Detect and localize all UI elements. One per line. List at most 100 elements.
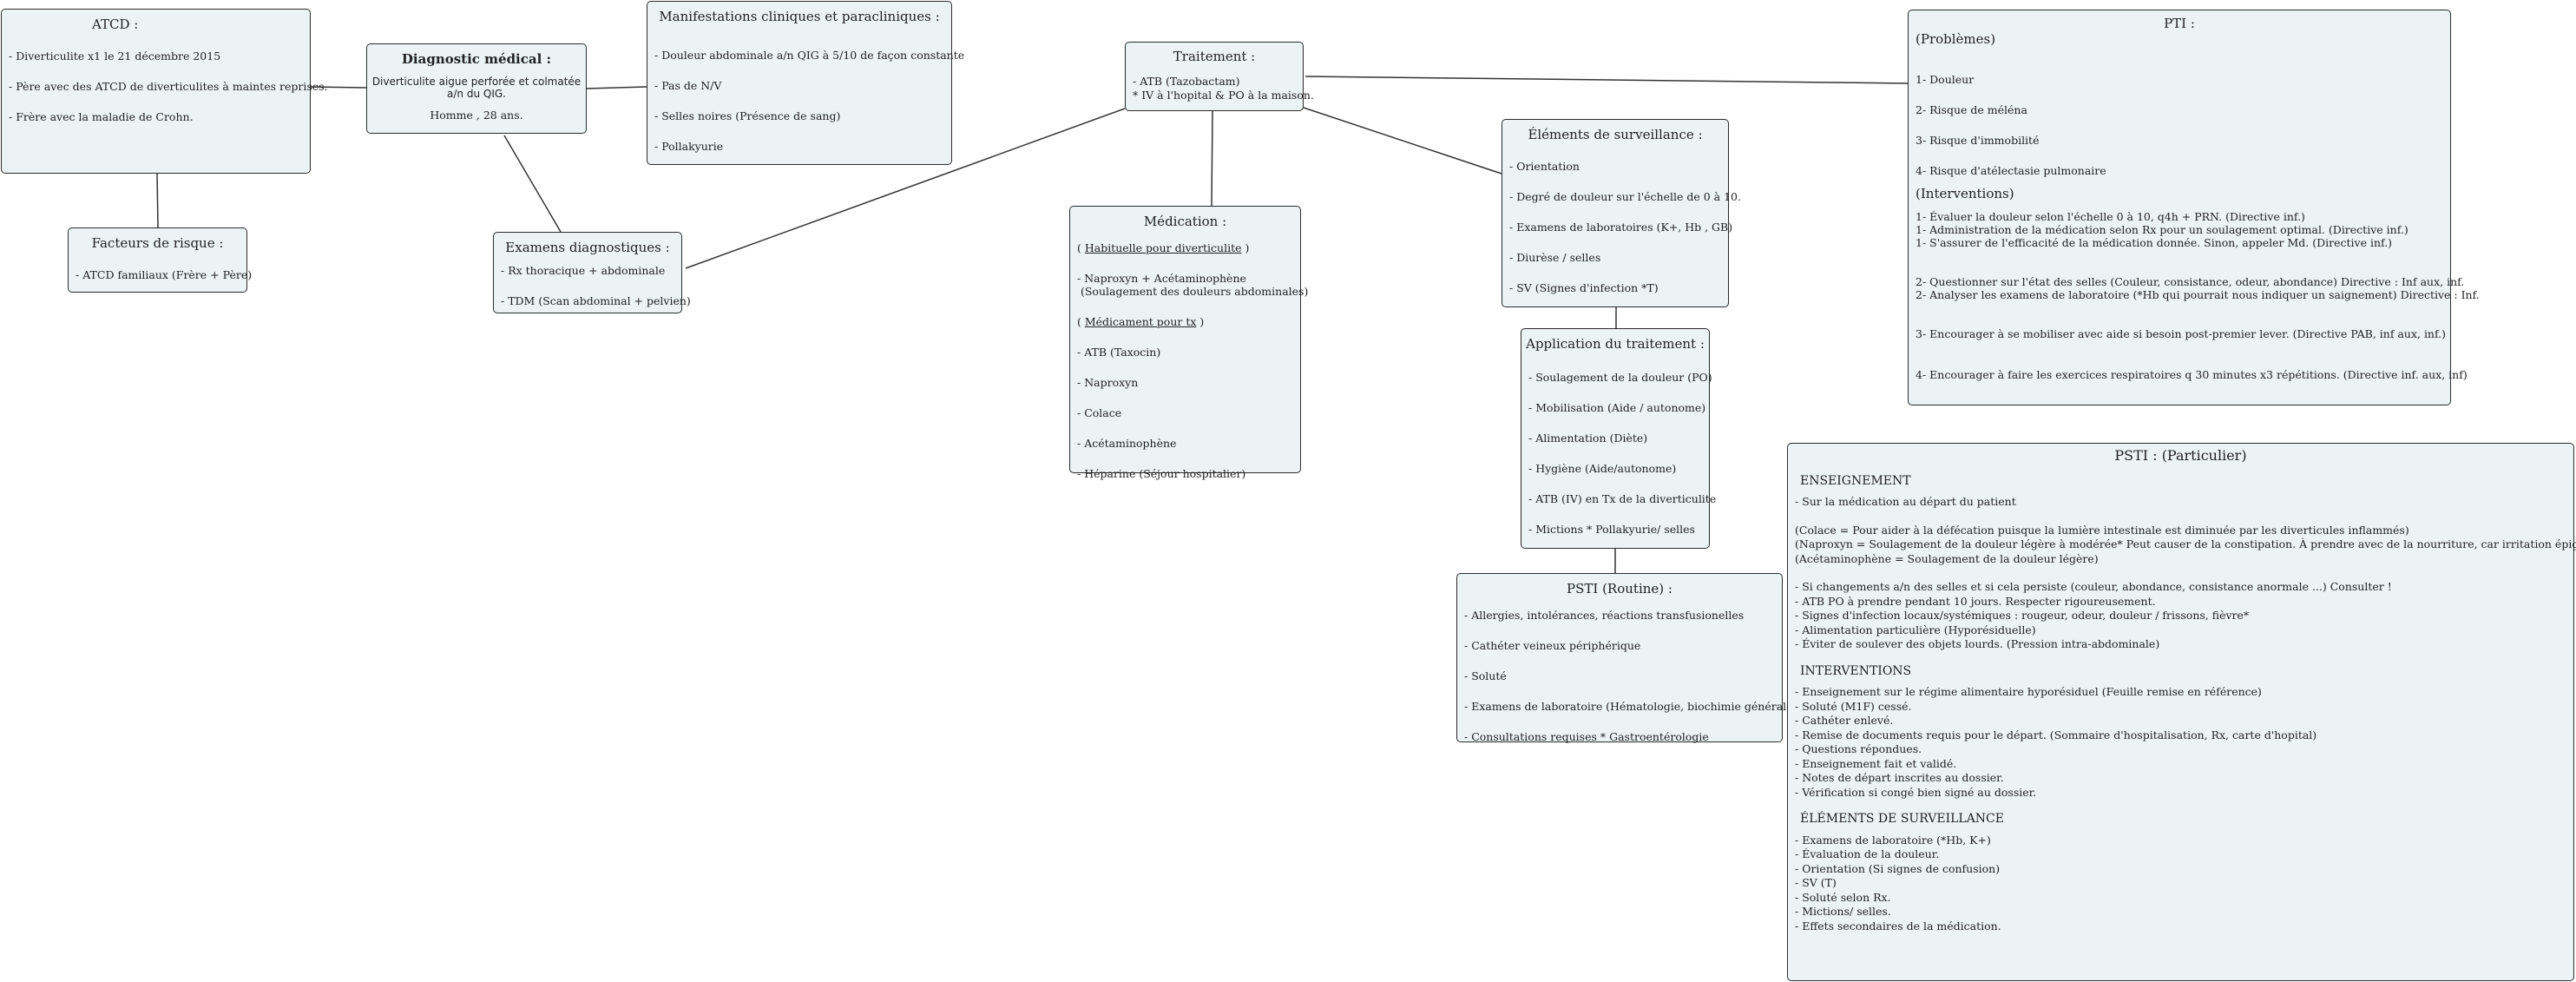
enseignement-med: (Colace = Pour aider à la défécation pui… [1795,523,2409,537]
medication-item: - Naproxyn + Acétaminophène [1077,272,1246,285]
diagnostic-node: Diagnostic médical : Diverticulite aigue… [366,43,587,134]
medication-item: - Héparine (Séjour hospitalier) [1077,467,1246,480]
application-item: - Alimentation (Diète) [1528,432,1648,445]
enseignement-item: - ATB PO à prendre pendant 10 jours. Res… [1795,594,2156,608]
medication-item: - Acétaminophène [1077,437,1177,450]
intervention-item: - Remise de documents requis pour le dép… [1795,728,2317,741]
surveillance-item: - Orientation [1509,160,1580,173]
pti-node: PTI : (Problèmes) 1- Douleur 2- Risque d… [1908,10,2480,405]
pti-intervention: 4- Encourager à faire les exercices resp… [1916,368,2468,381]
surveillance-section-item: - SV (T) [1795,876,1837,889]
surveillance-item: - Examens de laboratoires (K+, Hb , GB) [1509,221,1733,234]
psti-routine-item: - Allergies, intolérances, réactions tra… [1464,609,1745,622]
risk-factor-item: - ATCD familiaux (Frère + Père) [76,268,253,281]
diagnostic-line: a/n du QIG. [447,88,506,100]
enseignement-item: - Éviter de soulever des objets lourds. … [1795,637,2160,650]
atcd-title: ATCD : [92,16,139,32]
enseignement-title: ENSEIGNEMENT [1800,473,1911,488]
traitement-line: - ATB (Tazobactam) [1133,74,1240,88]
surveillance-item: - Diurèse / selles [1509,251,1601,264]
manifestations-title: Manifestations cliniques et paraclinique… [659,9,940,24]
psti-routine-item: - Examens de laboratoire (Hématologie, b… [1464,700,1797,713]
surveillance-section-item: - Évaluation de la douleur. [1795,847,1940,860]
surveillance-item: - SV (Signes d'infection *T) [1509,281,1659,294]
psti-routine-title: PSTI (Routine) : [1567,581,1672,596]
application-item: - Mobilisation (Aide / autonome) [1528,401,1706,414]
traitement-node: Traitement : - ATB (Tazobactam) * IV à l… [1125,42,1314,111]
pti-intervention: 2- Questionner sur l'état des selles (Co… [1916,275,2465,288]
pti-problem: 3- Risque d'immobilité [1916,134,2040,147]
examen-item: - TDM (Scan abdominal + pelvien) [501,294,691,307]
manifestation-item: - Pollakyurie [654,140,724,153]
pti-intervention: 1- S'assurer de l'efficacité de la médic… [1916,236,2393,249]
atcd-item: - Père avec des ATCD de diverticulites à… [9,80,328,93]
application-title: Application du traitement : [1526,336,1705,352]
surveillance-section-item: - Effets secondaires de la médication. [1795,919,2001,933]
pti-subtitle: (Problèmes) [1916,31,1996,47]
examen-item: - Rx thoracique + abdominale [501,264,666,277]
manifestation-item: - Pas de N/V [654,79,722,92]
traitement-title: Traitement : [1173,49,1256,64]
intervention-item: - Enseignement fait et validé. [1795,756,1957,770]
medication-item: - ATB (Taxocin) [1077,346,1161,359]
intervention-item: - Cathéter enlevé. [1795,714,1894,727]
pti-intervention: 2- Analyser les examens de laboratoire (… [1916,288,2480,301]
pti-intervention: 3- Encourager à se mobiliser avec aide s… [1916,327,2447,340]
diagnostic-title: Diagnostic médical : [401,51,552,67]
surveillance-title: Éléments de surveillance : [1528,127,1703,142]
enseignement-item: - Si changements a/n des selles et si ce… [1795,580,2392,593]
pti-problem: 1- Douleur [1916,73,1975,86]
medication-node: Médication : ( Habituelle pour diverticu… [1069,206,1309,480]
surveillance-section-item: - Orientation (Si signes de confusion) [1795,861,2001,875]
enseignement-item: - Sur la médication au départ du patient [1795,495,2016,508]
manifestation-item: - Douleur abdominale a/n QIG à 5/10 de f… [654,49,965,62]
surveillance-section-item: - Soluté selon Rx. [1795,890,1891,904]
interventions-title: INTERVENTIONS [1800,663,1912,678]
surveillance-section-title: ÉLÉMENTS DE SURVEILLANCE [1800,812,2004,826]
medication-item: (Soulagement des douleurs abdominales) [1077,285,1309,298]
psti-routine-node: PSTI (Routine) : - Allergies, intoléranc… [1456,573,1797,743]
intervention-item: - Vérification si congé bien signé au do… [1795,785,2037,799]
atcd-node: ATCD : - Diverticulite x1 le 21 décembre… [1,9,328,174]
pti-intervention: 1- Évaluer la douleur selon l'échelle 0 … [1916,210,2305,223]
atcd-item: - Diverticulite x1 le 21 décembre 2015 [9,49,221,63]
application-item: - Soulagement de la douleur (PO) [1528,371,1712,384]
application-item: - ATB (IV) en Tx de la diverticulite [1528,492,1717,505]
medication-subheading: ( Médicament pour tx ) [1077,315,1205,328]
medication-subheading: ( Habituelle pour diverticulite ) [1077,241,1250,254]
intervention-item: - Notes de départ inscrites au dossier. [1795,771,2004,784]
psti-particulier-title: PSTI : (Particulier) [2114,447,2247,464]
pti-interventions-title: (Interventions) [1916,186,2014,201]
pti-problem: 4- Risque d'atélectasie pulmonaire [1916,164,2106,177]
enseignement-med: (Naproxyn = Soulagement de la douleur lé… [1795,537,2576,550]
diagnostic-line: Diverticulite aigue perforée et colmatée [371,76,582,88]
diagnostic-patient: Homme , 28 ans. [430,109,523,122]
pti-title: PTI : [2164,16,2195,31]
application-item: - Mictions * Pollakyurie/ selles [1528,523,1695,536]
intervention-item: - Soluté (M1F) cessé. [1795,699,1912,713]
medication-item: - Colace [1077,406,1122,419]
surveillance-node: Éléments de surveillance : - Orientation… [1502,119,1741,307]
enseignement-item: - Signes d'infection locaux/systémiques … [1795,609,2250,622]
psti-routine-item: - Consultations requises * Gastroentérol… [1464,730,1709,743]
pti-problem: 2- Risque de méléna [1916,103,2027,116]
traitement-line: * IV à l'hopital & PO à la maison. [1133,89,1314,102]
enseignement-med: (Acétaminophène = Soulagement de la doul… [1795,551,2099,565]
pti-intervention: 1- Administration de la médication selon… [1916,223,2408,236]
application-node: Application du traitement : - Soulagemen… [1521,328,1717,549]
intervention-item: - Questions répondues. [1795,742,1922,755]
examens-title: Examens diagnostiques : [505,240,670,255]
application-item: - Hygiène (Aide/autonome) [1528,462,1677,475]
intervention-item: - Enseignement sur le régime alimentaire… [1795,685,2262,698]
manifestation-item: - Selles noires (Présence de sang) [654,109,841,122]
surveillance-section-item: - Mictions/ selles. [1795,905,1891,918]
surveillance-item: - Degré de douleur sur l'échelle de 0 à … [1509,190,1741,203]
medication-title: Médication : [1143,214,1227,229]
medication-item: - Naproxyn [1077,376,1139,389]
manifestations-node: Manifestations cliniques et paraclinique… [647,1,965,165]
psti-routine-item: - Cathéter veineux périphérique [1464,639,1641,652]
surveillance-section-item: - Examens de laboratoire (*Hb, K+) [1795,833,1991,847]
enseignement-item: - Alimentation particulière (Hyporésidue… [1795,623,2036,636]
risk-factors-title: Facteurs de risque : [91,235,224,251]
